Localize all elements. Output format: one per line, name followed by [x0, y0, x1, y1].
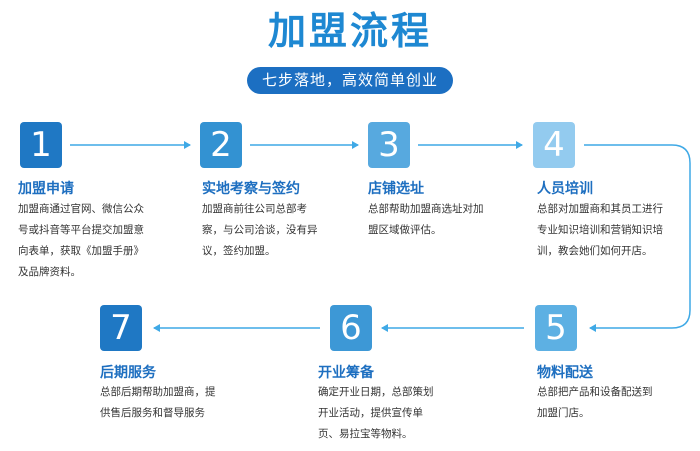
step-6-title: 开业筹备 [318, 365, 374, 381]
step-3-number: 3 [368, 122, 410, 168]
step-6-number: 6 [330, 305, 372, 351]
step-1-description: 加盟商通过官网、微信公众号或抖音等平台提交加盟意向表单，获取《加盟手册》及品牌资… [18, 203, 144, 278]
step-1-title: 加盟申请 [18, 181, 74, 197]
step-6-description: 确定开业日期，总部策划开业活动，提供宣传单页、易拉宝等物料。 [318, 386, 434, 440]
step-2-description: 加盟商前往公司总部考察，与公司洽谈，没有异议，签约加盟。 [202, 203, 318, 257]
step-5-description: 总部把产品和设备配送到加盟门店。 [537, 386, 653, 419]
arrow-4-to-5 [584, 144, 691, 332]
step-2-number: 2 [200, 122, 242, 168]
step-5-title: 物料配送 [537, 365, 593, 381]
step-5-number: 5 [535, 305, 577, 351]
step-4-title: 人员培训 [537, 181, 593, 197]
step-2-title: 实地考察与签约 [202, 181, 300, 197]
page-title: 加盟流程 [267, 9, 432, 53]
step-4-description: 总部对加盟商和其员工进行专业知识培训和营销知识培训，教会她们如何开店。 [537, 203, 663, 257]
step-7-title: 后期服务 [100, 365, 156, 381]
step-7-number: 7 [100, 305, 142, 351]
step-4-number: 4 [533, 122, 575, 168]
step-1-number: 1 [20, 122, 62, 168]
step-7-description: 总部后期帮助加盟商，提供售后服务和督导服务 [100, 386, 216, 419]
subtitle-badge: 七步落地，高效简单创业 [247, 67, 453, 94]
step-3-title: 店铺选址 [368, 181, 424, 197]
step-3-description: 总部帮助加盟商选址对加盟区域做评估。 [368, 203, 484, 236]
